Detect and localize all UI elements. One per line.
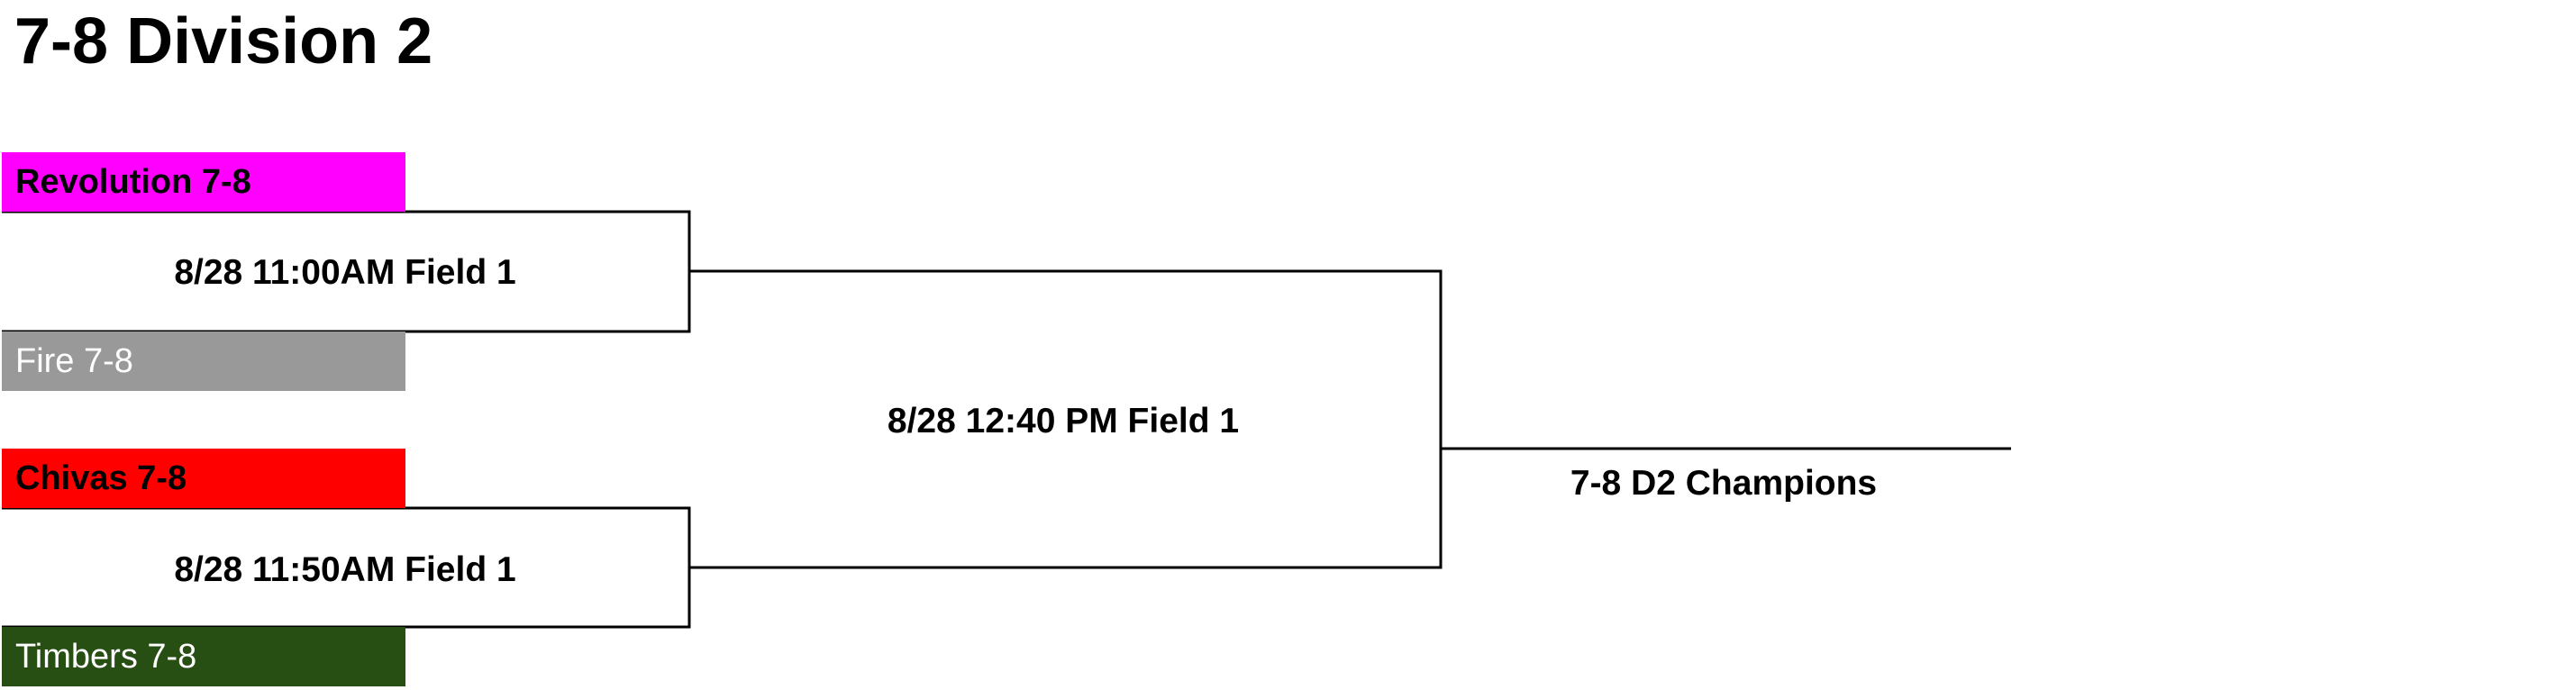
- team-slot-revolution: Revolution 7-8: [2, 152, 405, 212]
- final-label: 8/28 12:40 PM Field 1: [887, 402, 1240, 440]
- team-slot-chivas: Chivas 7-8: [2, 449, 405, 508]
- page-title: 7-8 Division 2: [14, 5, 433, 77]
- team-slot-timbers: Timbers 7-8: [2, 627, 405, 686]
- team-slot-fire: Fire 7-8: [2, 331, 405, 391]
- semifinal-2-label: 8/28 11:50AM Field 1: [174, 550, 516, 589]
- champion-label: 7-8 D2 Champions: [1570, 464, 1878, 503]
- final-connector: [689, 269, 1443, 569]
- semifinal-1-label: 8/28 11:00AM Field 1: [174, 253, 516, 292]
